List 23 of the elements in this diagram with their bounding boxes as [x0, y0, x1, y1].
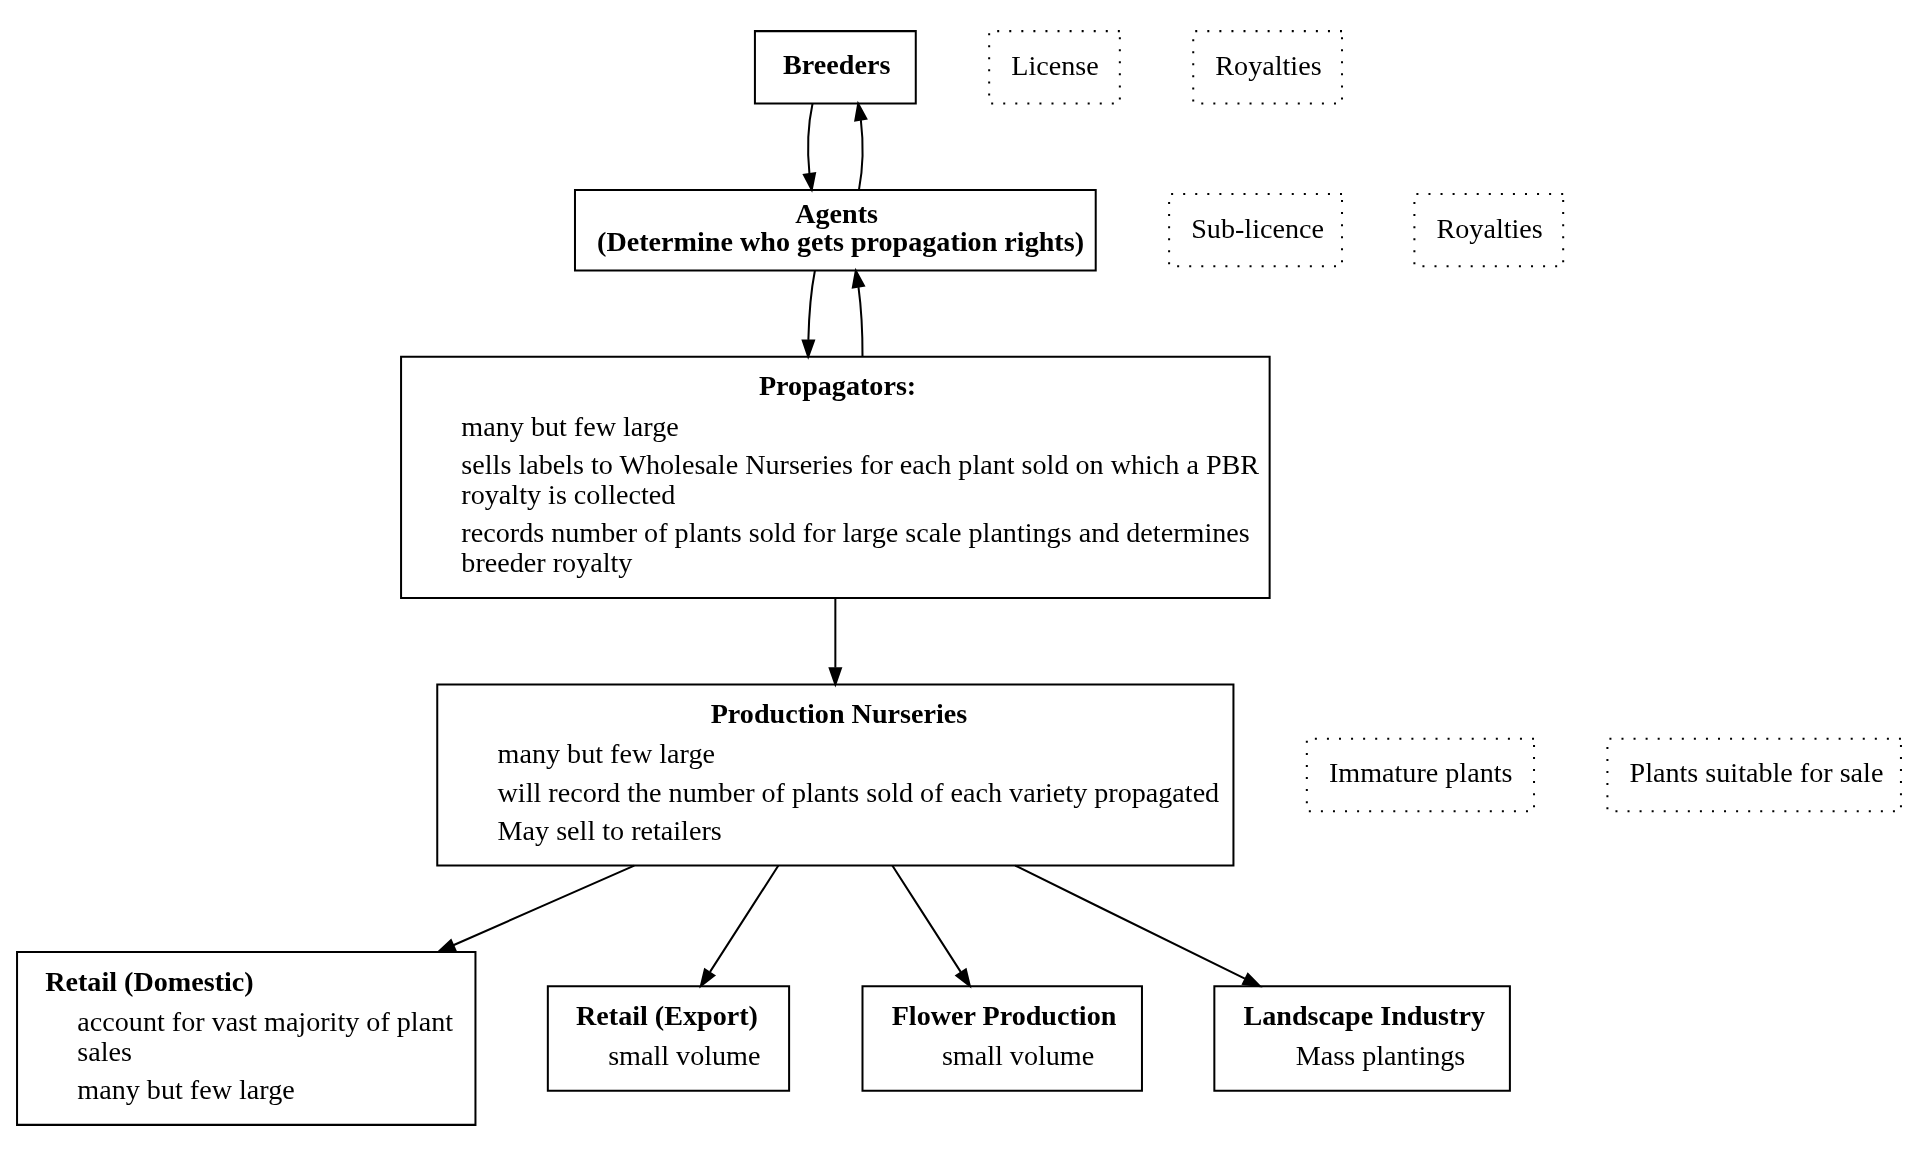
node-box: Royalties	[1191, 30, 1343, 105]
node-box: Plants suitable for sale	[1605, 737, 1902, 813]
arrow	[435, 864, 635, 953]
node-box: Propagators: many but few large sells labels to Wholesale Nurseries for each plant sold on which a PBR royalty is collected records number of plants sold for large scale plantings and determines breeder royalty	[399, 355, 1271, 600]
node-box: Flower Production small volume	[861, 985, 1143, 1092]
arrow	[800, 270, 816, 360]
node-box: Immature plants	[1305, 737, 1535, 813]
arrow	[851, 267, 865, 357]
node-box: Landscape Industry Mass plantings	[1212, 985, 1511, 1092]
node-box: Retail (Export) small volume	[546, 985, 790, 1092]
node-box: License	[987, 30, 1121, 105]
node-box: Agents (Determine who gets propagation rights)	[573, 188, 1097, 272]
node-box: Breeders	[753, 30, 917, 105]
arrow	[698, 865, 779, 989]
node-box: Retail (Domestic) account for vast majority of plant sales many but few large	[15, 950, 476, 1126]
arrow	[1014, 864, 1263, 988]
arrow	[853, 100, 868, 191]
node-box: Production Nurseries many but few large will record the number of plants sold of each variety propagated May sell to retailers	[435, 683, 1234, 867]
arrow	[801, 103, 816, 193]
arrow	[890, 865, 971, 989]
node-box: Royalties	[1412, 192, 1564, 268]
node-box: Sub-licence	[1167, 192, 1343, 268]
arrow	[827, 598, 842, 688]
